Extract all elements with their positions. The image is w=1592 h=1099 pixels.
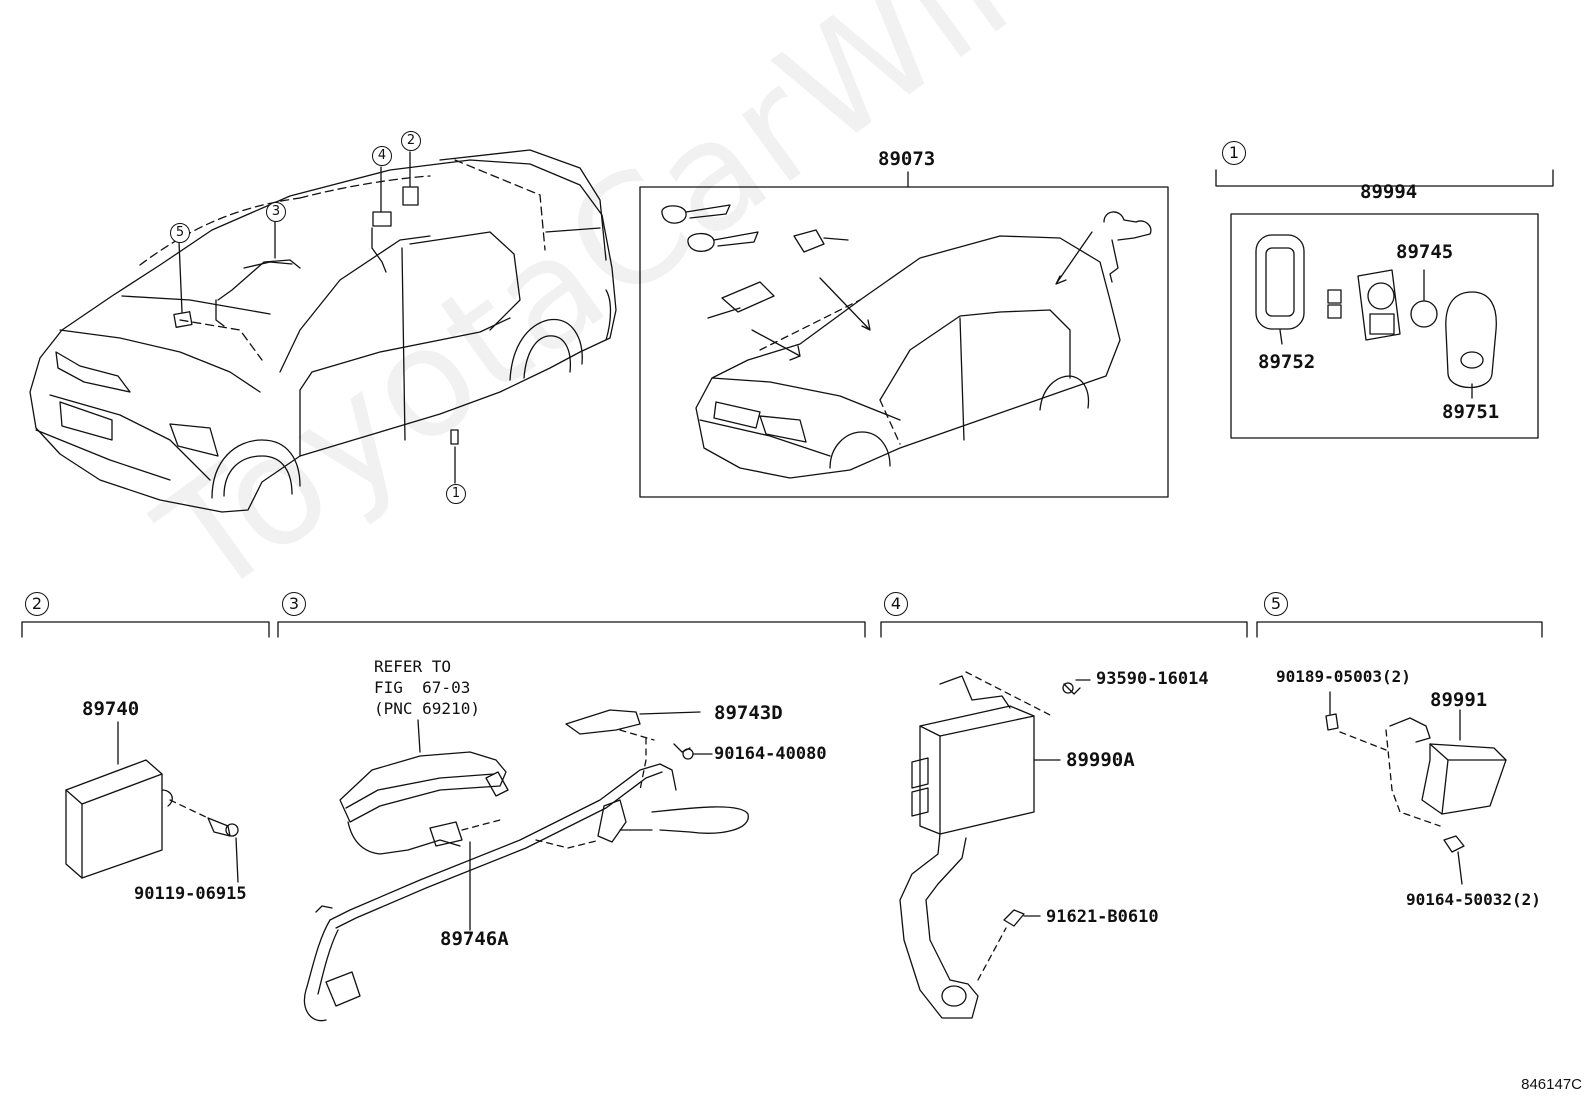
case-part-number: 89752 xyxy=(1258,351,1316,373)
section-4-part-93590-16014: 93590-16014 xyxy=(1096,669,1209,689)
section-4-part-89990A: 89990A xyxy=(1066,749,1135,771)
overview-car-drawing xyxy=(29,149,617,513)
section-3-drawing xyxy=(303,709,749,1022)
section-3-part-89746A: 89746A xyxy=(440,928,509,950)
overview-callout-5: 5 xyxy=(170,223,190,243)
transmitter-part-number: 89994 xyxy=(1360,181,1418,203)
refer-line-1: REFER TO xyxy=(374,657,452,676)
overview-callout-1: 1 xyxy=(446,484,466,504)
section-5-drawing xyxy=(1325,691,1507,885)
section-2-drawing xyxy=(65,721,239,883)
battery-part-number: 89745 xyxy=(1396,241,1454,263)
section-5-part-89991: 89991 xyxy=(1430,689,1488,711)
overview-callout-4: 4 xyxy=(372,146,392,166)
section-2-part-90119-06915: 90119-06915 xyxy=(134,884,247,904)
key-set-part-number: 89073 xyxy=(878,148,936,170)
section-3-index: 3 xyxy=(282,592,306,616)
transmitter-drawing xyxy=(1215,169,1554,439)
cover-part-number: 89751 xyxy=(1442,401,1500,423)
refer-line-3: (PNC 69210) xyxy=(374,699,480,718)
section-4-part-91621-B0610: 91621-B0610 xyxy=(1046,907,1159,927)
section-5-part-90164-50032: 90164-50032(2) xyxy=(1406,890,1541,909)
overview-callout-3: 3 xyxy=(266,202,286,222)
section-3-part-89743D: 89743D xyxy=(714,702,783,724)
refer-line-2: FIG 67-03 xyxy=(374,678,471,697)
section-4-index: 4 xyxy=(884,592,908,616)
section-brackets xyxy=(21,621,1543,638)
section-2-index: 2 xyxy=(25,592,49,616)
section-2-part-89740: 89740 xyxy=(82,698,140,720)
section-4-drawing xyxy=(899,671,1091,1019)
key-set-drawing xyxy=(639,171,1169,498)
overview-callout-2: 2 xyxy=(401,131,421,151)
figure-code: 846147C xyxy=(1521,1076,1582,1093)
section-5-index: 5 xyxy=(1264,592,1288,616)
refer-note: REFER TO FIG 67-03 (PNC 69210) xyxy=(374,656,480,719)
section-3-part-90164-40080: 90164-40080 xyxy=(714,744,827,764)
section-5-part-90189-05003: 90189-05003(2) xyxy=(1276,667,1411,686)
transmitter-group-index: 1 xyxy=(1222,141,1246,165)
